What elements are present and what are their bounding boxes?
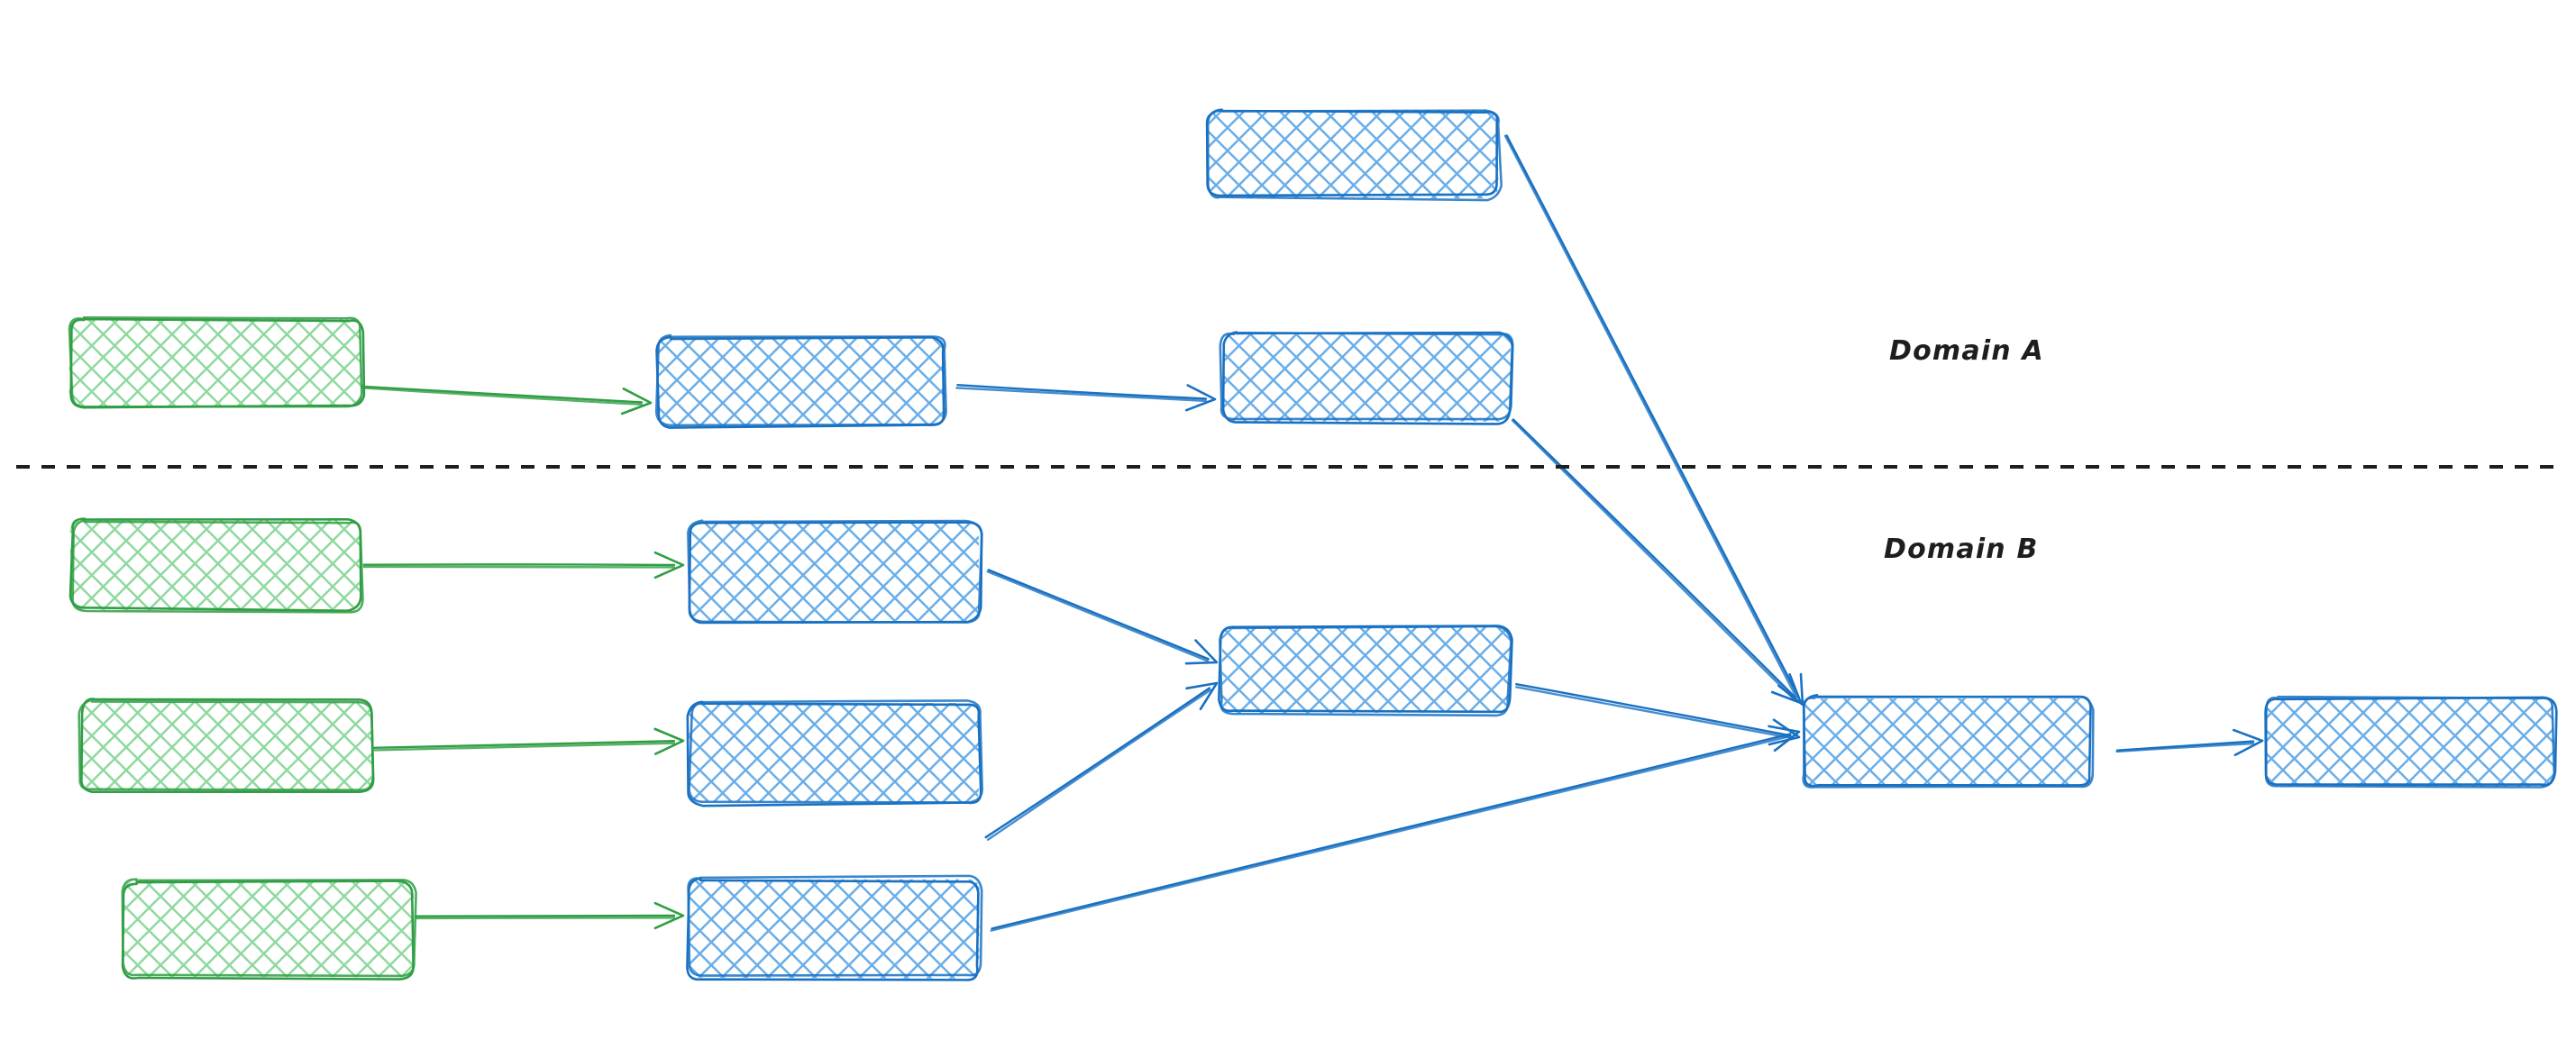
edge-e5	[362, 551, 685, 579]
edge-e1	[361, 385, 653, 415]
edge-e6	[372, 727, 685, 755]
node-a-proc-2[interactable]	[1219, 331, 1514, 425]
edge-e12	[2115, 728, 2264, 757]
node-b-src-3[interactable]	[121, 878, 417, 981]
edges-layer	[361, 134, 2264, 932]
node-b-src-2[interactable]	[78, 698, 375, 794]
edge-e9	[984, 681, 1219, 841]
edge-e4	[1511, 418, 1803, 705]
node-a-proc-1[interactable]	[654, 333, 947, 429]
node-a-proc-0[interactable]	[1205, 108, 1503, 202]
edge-e7	[414, 901, 685, 930]
edge-e2	[955, 384, 1217, 412]
domain-b-label: Domain B	[1884, 534, 2039, 565]
node-b-proc-2[interactable]	[686, 699, 983, 807]
node-b-merge[interactable]	[1218, 625, 1513, 717]
edge-e10	[1515, 682, 1801, 746]
node-b-src-1[interactable]	[69, 517, 364, 614]
edge-e8	[986, 569, 1219, 665]
node-b-sink-2[interactable]	[2264, 695, 2558, 789]
domain-a-label: Domain A	[1889, 335, 2044, 367]
nodes-layer	[68, 108, 2558, 981]
node-a-src-1[interactable]	[68, 316, 366, 409]
edge-e3	[1503, 134, 1804, 707]
node-b-proc-1[interactable]	[687, 519, 983, 625]
node-b-sink-1[interactable]	[1802, 693, 2095, 789]
node-b-proc-3[interactable]	[686, 874, 983, 981]
edge-e11	[990, 725, 1801, 932]
